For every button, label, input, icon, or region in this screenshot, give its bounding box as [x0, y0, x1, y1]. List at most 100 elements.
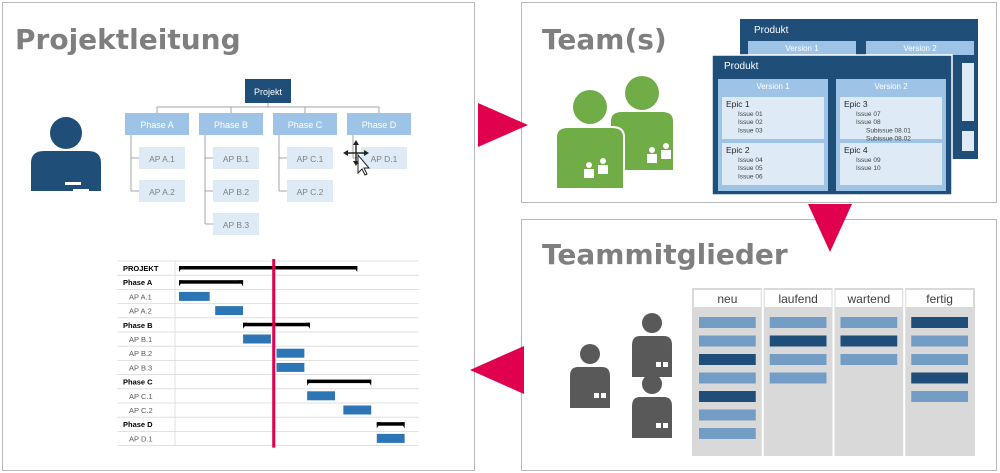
backlog-epic-title: Epic 4: [844, 145, 868, 155]
mini-person-head: [649, 147, 655, 153]
gantt-summary-cap: [400, 422, 405, 429]
org-package-box: [213, 147, 259, 169]
arrow-left-icon: [470, 346, 524, 394]
kanban-card: [911, 372, 968, 384]
panel-title-teammitglieder: Teammitglieder: [542, 238, 788, 271]
kanban-card: [911, 391, 968, 402]
gantt-row-label: Phase A: [123, 278, 153, 287]
team-member-back: [609, 76, 675, 172]
org-package-label: AP B.3: [223, 220, 250, 230]
backlog-back-version: [748, 41, 856, 55]
backlog-epic-box: [840, 143, 942, 185]
org-package-label: AP A.2: [149, 187, 175, 197]
mouse-pointer-icon: [357, 153, 371, 176]
person-head: [625, 76, 659, 110]
person-body: [609, 110, 675, 172]
kanban-column-header: [694, 290, 761, 307]
gantt-task-bar: [276, 362, 305, 372]
backlog-subissue: Subissue 08.01: [866, 127, 911, 134]
org-root-box: [245, 79, 291, 103]
backlog-back-version-label: Version 2: [903, 44, 937, 53]
move-cursor-cross: [346, 143, 366, 163]
org-package-box: [139, 147, 185, 169]
backlog-version-label: Version 2: [874, 82, 908, 91]
person-badge: [656, 362, 661, 367]
kanban-column-header: [906, 290, 973, 307]
mini-person-body: [661, 150, 671, 159]
person-body: [570, 367, 610, 408]
person-body: [31, 151, 101, 191]
kanban-column-header: [764, 290, 832, 307]
gantt-row-label: AP D.1: [129, 434, 153, 443]
backlog-epic-title: Epic 3: [844, 99, 868, 109]
gantt-summary-cap: [353, 266, 358, 272]
org-package-box: [287, 147, 333, 169]
gantt-summary-cap: [179, 280, 183, 287]
move-cursor-tip: [364, 150, 369, 156]
kanban-card: [699, 391, 756, 402]
gantt-summary-cap: [305, 322, 310, 329]
org-package-box: [287, 180, 333, 202]
org-phase-label: Phase D: [362, 120, 397, 130]
kanban-card: [699, 317, 756, 328]
backlog-back-peek: [962, 63, 974, 121]
gantt-summary-cap: [239, 280, 244, 287]
backlog-issue: Issue 01: [738, 111, 763, 118]
gantt-task-bar: [276, 348, 305, 358]
person-head: [642, 374, 662, 394]
mini-person-head: [663, 143, 669, 149]
org-phase-box: [125, 113, 189, 135]
person-head: [573, 90, 607, 124]
backlog-epic-box: [722, 97, 824, 139]
panel-title-projektleitung: Projektleitung: [15, 23, 241, 56]
gantt-row-label: Phase B: [123, 321, 153, 330]
kanban-card: [769, 335, 827, 347]
gantt-summary-bar: [243, 322, 310, 327]
kanban-card: [911, 317, 968, 328]
gantt-mark: [79, 196, 95, 199]
gantt-row-label: AP A.2: [129, 307, 152, 316]
gantt-summary-bar: [307, 379, 372, 384]
backlog-back-version: [866, 41, 974, 55]
kanban-card: [911, 354, 968, 365]
backlog-issue: Issue 02: [738, 119, 763, 126]
kanban-card: [911, 335, 968, 347]
gantt-task-bar: [307, 391, 335, 401]
kanban-card: [769, 354, 827, 365]
kanban-column-title: fertig: [926, 292, 953, 306]
gantt-task-bar: [243, 334, 271, 344]
org-package-box: [213, 180, 259, 202]
mini-person-body: [598, 165, 608, 174]
gantt-summary-cap: [376, 422, 381, 429]
gantt-summary-bar: [179, 266, 358, 270]
backlog-epic-title: Epic 1: [726, 99, 750, 109]
kanban-card: [699, 372, 756, 384]
gantt-task-bar: [179, 291, 210, 301]
org-phase-label: Phase A: [140, 120, 174, 130]
gantt-row-label: PROJEKT: [123, 264, 159, 273]
person-body: [632, 397, 672, 438]
team-members-icon: [570, 313, 672, 438]
move-cursor-tip: [353, 140, 359, 145]
gantt-mark: [73, 189, 89, 192]
backlog-back-peek: [962, 131, 974, 151]
gantt-row-label: Phase C: [123, 378, 153, 387]
org-phase-box: [347, 113, 411, 135]
move-cursor-tip: [343, 150, 348, 156]
kanban-card: [769, 317, 827, 328]
person-head: [580, 344, 600, 364]
person-badge: [663, 362, 668, 367]
org-package-label: AP C.2: [297, 187, 324, 197]
kanban-column-title: laufend: [778, 292, 817, 306]
kanban-card: [840, 354, 898, 365]
gantt-row-label: AP B.1: [129, 335, 152, 344]
person-badge: [601, 393, 606, 398]
team-member-figure: [570, 344, 610, 408]
person-badge: [594, 393, 599, 398]
